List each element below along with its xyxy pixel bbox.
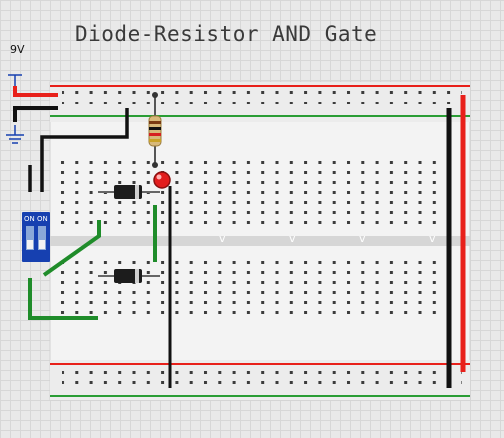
ground-icon	[6, 125, 24, 144]
channel-mark-4: v	[429, 232, 436, 245]
switch-label-2: ON	[37, 215, 48, 223]
diode-icon-2	[98, 269, 160, 283]
ground-to-switch-wire	[40, 108, 129, 192]
supply-voltage-label: 9V	[10, 43, 25, 56]
diode-icon	[98, 185, 160, 199]
bottom-rail-area	[50, 360, 470, 400]
green-wire-lower	[28, 278, 98, 320]
channel-mark-3: v	[359, 232, 366, 245]
lower-terminal-holes	[55, 258, 465, 318]
supply-red-wire	[13, 86, 58, 97]
center-channel	[50, 236, 470, 246]
diagram-title: Diode-Resistor AND Gate	[75, 22, 378, 46]
resistor-icon	[148, 92, 162, 168]
top-rail-holes-2	[62, 102, 462, 110]
bottom-rail-holes-1	[62, 370, 462, 378]
top-rail-holes-1	[62, 91, 462, 99]
switch-label-1: ON	[24, 215, 35, 223]
supply-black-wire	[13, 106, 58, 122]
bottom-rail-holes-2	[62, 381, 462, 389]
channel-mark-1: v	[219, 232, 226, 245]
led-icon	[153, 171, 171, 189]
green-wire-upper	[42, 220, 101, 277]
battery-terminal-icon	[8, 74, 22, 86]
channel-mark-2: v	[289, 232, 296, 245]
dip-switch-icon[interactable]	[22, 212, 50, 262]
